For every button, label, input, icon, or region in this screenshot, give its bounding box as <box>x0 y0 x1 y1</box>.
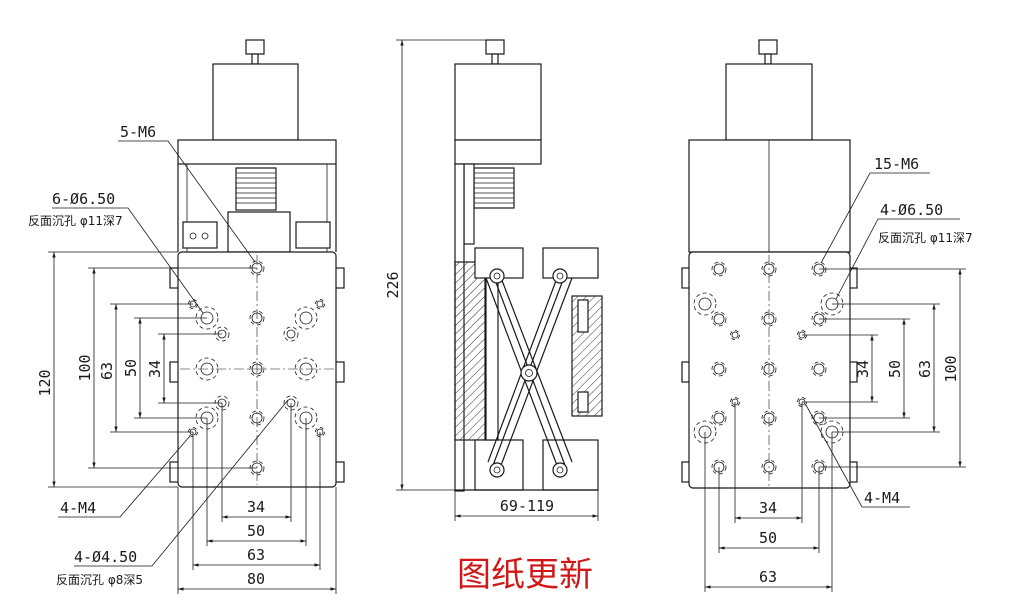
front-dim-w80: 80 <box>247 570 265 588</box>
motor-cap <box>245 39 265 55</box>
rear-callout-m6: 15-M6 <box>874 155 919 173</box>
front-dim-100: 100 <box>76 354 94 381</box>
front-dim-w34: 34 <box>247 498 265 516</box>
front-dim-34: 34 <box>146 360 164 378</box>
front-dim-50: 50 <box>122 359 140 377</box>
front-dim-w50: 50 <box>247 522 265 540</box>
rear-callout-hole-big: 4-Ø6.50 <box>880 201 943 219</box>
side-dim-width: 69-119 <box>500 497 554 515</box>
rear-callout-hole-big-note: 反面沉孔 φ11深7 <box>878 231 973 245</box>
rear-dim-w50: 50 <box>759 529 777 547</box>
front-callout-m4: 4-M4 <box>60 499 96 517</box>
front-dim-w63: 63 <box>247 546 265 564</box>
drawing-update-note: 图纸更新 <box>457 555 593 595</box>
front-m6-holes <box>249 260 265 476</box>
motor-flange <box>177 139 337 165</box>
rear-dim-h34: 34 <box>854 360 872 378</box>
rear-dim-h100: 100 <box>942 355 960 382</box>
rear-callout-m4: 4-M4 <box>864 489 900 507</box>
rear-dim-h63: 63 <box>916 360 934 378</box>
front-callout-m6: 5-M6 <box>120 123 156 141</box>
side-motor-body <box>454 63 542 141</box>
rear-table-plate <box>688 251 851 489</box>
rear-dim-h50: 50 <box>886 360 904 378</box>
motor-body <box>212 63 299 141</box>
coupling <box>235 167 277 211</box>
scissor-mechanism <box>485 268 573 478</box>
front-callout-hole-big-note: 反面沉孔 φ11深7 <box>28 214 123 228</box>
front-callout-hole-small: 4-Ø4.50 <box>74 548 137 566</box>
front-dim-120: 120 <box>36 369 54 396</box>
rear-dim-w63: 63 <box>759 568 777 586</box>
rear-dim-w34: 34 <box>759 499 777 517</box>
rear-motor-body <box>725 63 813 141</box>
front-callout-hole-big: 6-Ø6.50 <box>52 190 115 208</box>
front-view: 120 100 63 50 34 34 50 63 80 <box>28 39 345 594</box>
rear-view: 34 50 63 100 34 50 63 15-M6 4-Ø6.50 反面沉孔… <box>681 39 973 592</box>
front-callout-hole-small-note: 反面沉孔 φ8深5 <box>56 573 143 587</box>
side-hatched-block-left <box>454 261 486 441</box>
front-dim-63: 63 <box>98 362 116 380</box>
side-view: 226 69-119 <box>384 39 603 521</box>
side-dim-226: 226 <box>384 271 402 298</box>
